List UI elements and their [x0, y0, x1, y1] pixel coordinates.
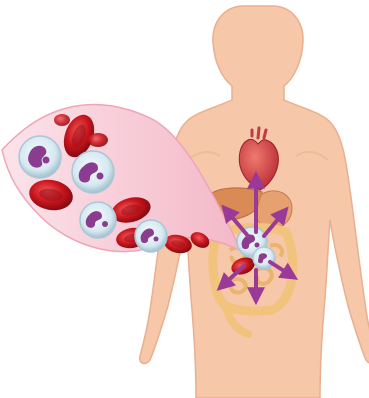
white-blood-cell — [135, 220, 167, 252]
white-blood-cell — [19, 136, 61, 178]
red-blood-cell — [54, 114, 70, 126]
white-blood-cell — [253, 247, 275, 269]
white-blood-cell — [80, 202, 116, 238]
red-blood-cell — [88, 133, 108, 147]
white-blood-cell — [72, 151, 114, 193]
